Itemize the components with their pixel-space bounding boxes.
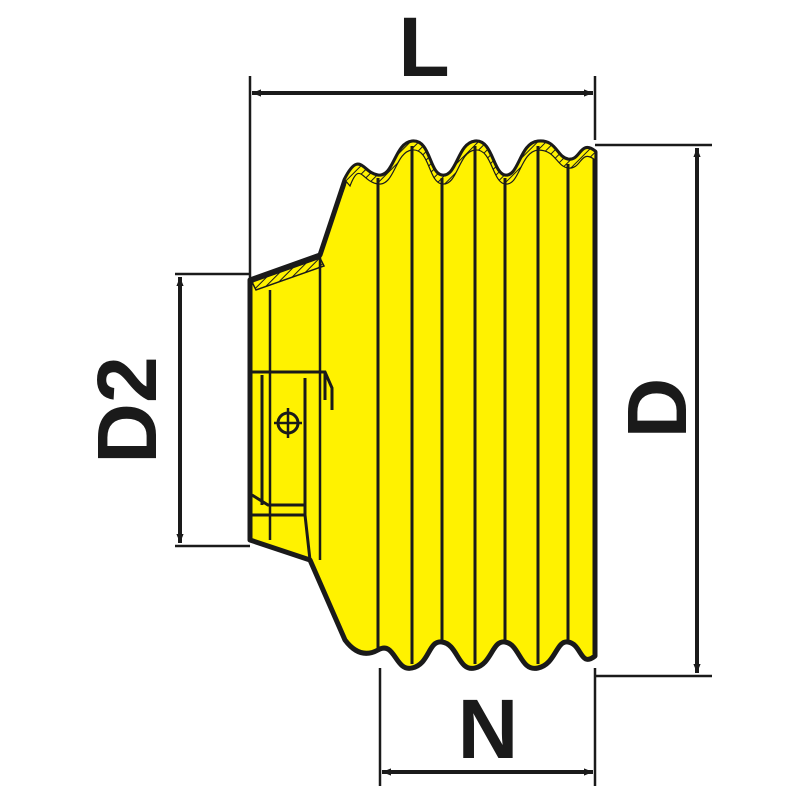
clamp-band (251, 370, 334, 561)
screw-icon (274, 408, 302, 438)
shoulder-diag-top (319, 184, 346, 256)
length-label: L (398, 0, 449, 94)
dimension-arrows (176, 89, 701, 776)
bellows-outline (247, 139, 598, 671)
bellows-body (247, 139, 598, 671)
corrugation-length-label: N (458, 682, 519, 776)
inner-diameter-label: D2 (80, 356, 174, 463)
extension-lines (175, 76, 712, 786)
outer-diameter-label: D (610, 378, 704, 439)
wall-section-top (250, 257, 326, 291)
wall-section-corrugation (344, 141, 596, 188)
corrugation-lines (376, 146, 570, 664)
